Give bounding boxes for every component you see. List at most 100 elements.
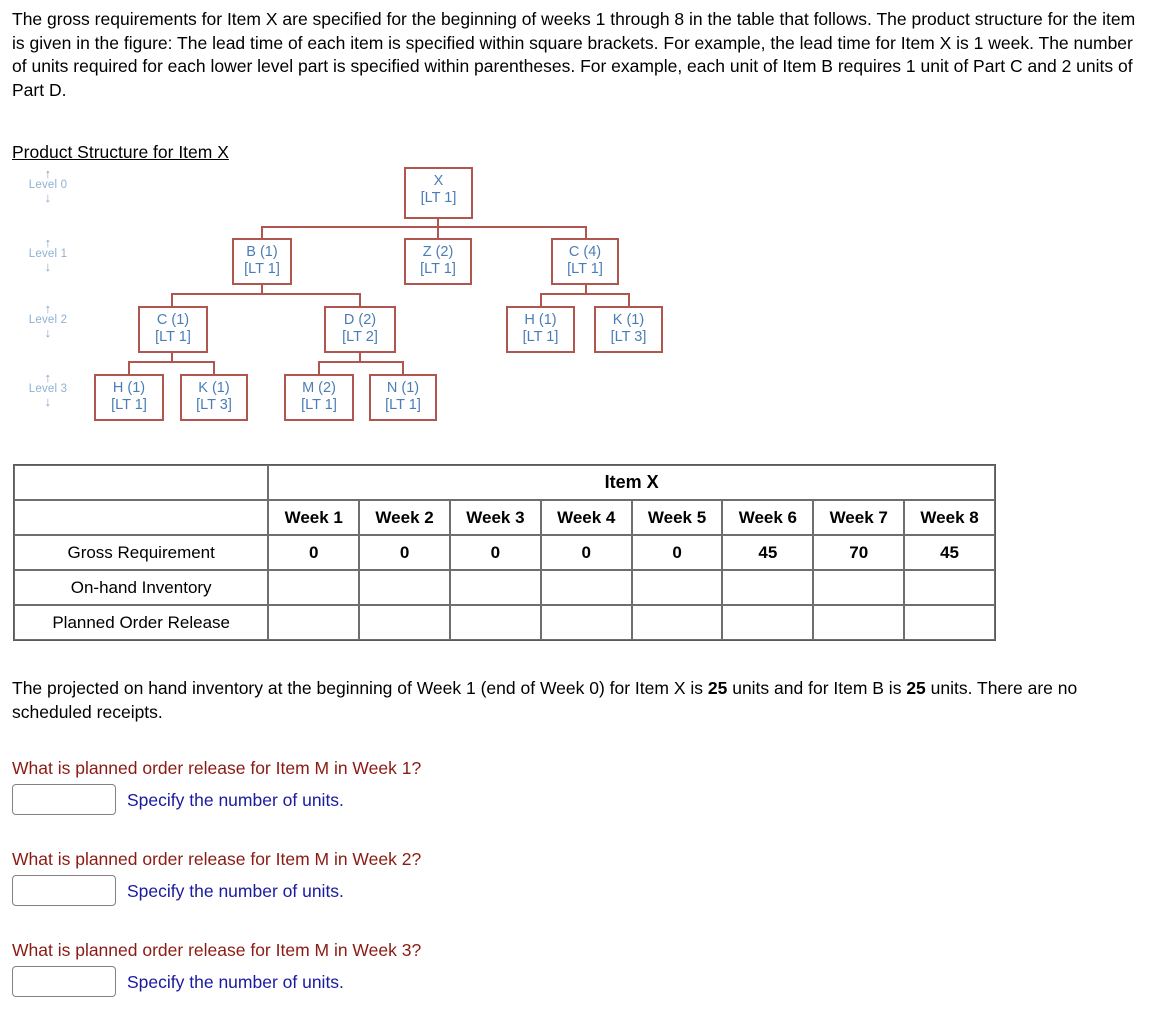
planned-order-release-week-7[interactable]	[813, 605, 905, 640]
on-hand-inventory-week-7[interactable]	[813, 570, 905, 605]
node-x-leadtime: [LT 1]	[420, 190, 457, 206]
mrp-table: Item X Week 1 Week 2 Week 3 Week 4 Week …	[13, 464, 996, 641]
gross-requirement-week-1: 0	[268, 535, 360, 570]
week-header-8: Week 8	[904, 500, 995, 535]
connector	[585, 284, 587, 295]
planned-order-release-week-5[interactable]	[631, 605, 723, 640]
week-header-3: Week 3	[449, 500, 541, 535]
planned-order-release-week-8[interactable]	[904, 605, 995, 640]
answer-hint-3: Specify the number of units.	[127, 971, 344, 992]
answer-hint-1: Specify the number of units.	[127, 789, 344, 810]
planned-order-release-week-2[interactable]	[359, 605, 450, 640]
table-row-title: Item X	[14, 465, 995, 500]
on-hand-inventory-week-4[interactable]	[540, 570, 632, 605]
projection-part3: units. There are no scheduled receipts.	[12, 678, 1078, 722]
node-h1-leadtime: [LT 1]	[111, 397, 147, 413]
node-c1-name: C (1)	[156, 312, 190, 328]
connector	[318, 361, 320, 374]
connector	[171, 293, 361, 295]
connector	[359, 352, 361, 363]
week-header-5: Week 5	[631, 500, 723, 535]
connector	[585, 226, 587, 240]
projection-part2: units and for Item B is	[727, 678, 907, 698]
level-label-1: Level 1	[28, 248, 68, 260]
on-hand-inventory-week-8[interactable]	[904, 570, 995, 605]
node-k1-right-name: K (1)	[612, 312, 645, 328]
level-marker-0: ↑ Level 0 ↓	[10, 166, 86, 204]
level-up-arrow-icon: ↑	[44, 370, 52, 385]
node-x: X [LT 1]	[404, 167, 473, 219]
answer-hint-2: Specify the number of units.	[127, 880, 344, 901]
on-hand-inventory-week-6[interactable]	[722, 570, 814, 605]
level-marker-2: ↑ Level 2 ↓	[10, 302, 86, 340]
on-hand-inventory-week-5[interactable]	[631, 570, 723, 605]
connector	[128, 361, 215, 363]
projection-value-b: 25	[906, 678, 926, 698]
gross-requirement-week-3: 0	[449, 535, 541, 570]
node-m2: M (2) [LT 1]	[284, 374, 354, 421]
intro-paragraph: The gross requirements for Item X are sp…	[12, 9, 1136, 100]
planned-order-release-week-6[interactable]	[722, 605, 814, 640]
connector	[261, 284, 263, 295]
connector	[261, 226, 263, 240]
question-text-1: What is planned order release for Item M…	[12, 758, 422, 778]
node-d2-name: D (2)	[343, 312, 377, 328]
connector	[628, 293, 630, 306]
projection-value-x: 25	[707, 678, 728, 698]
row-label-gross-requirement: Gross Requirement	[14, 535, 269, 570]
table-row-on-hand-inventory: On-hand Inventory	[14, 570, 995, 605]
corner-cell-blank	[14, 465, 269, 500]
node-k1: K (1) [LT 3]	[180, 374, 248, 421]
connector	[359, 293, 361, 306]
level-down-arrow-icon: ↓	[44, 259, 52, 274]
node-h1-right-leadtime: [LT 1]	[522, 329, 559, 345]
week-header-1: Week 1	[268, 500, 360, 535]
connector	[171, 352, 173, 363]
on-hand-inventory-week-1[interactable]	[268, 570, 360, 605]
node-d2-leadtime: [LT 2]	[342, 329, 378, 345]
planned-order-release-week-4[interactable]	[540, 605, 632, 640]
week-header-6: Week 6	[722, 500, 814, 535]
header-row-blank-cell	[14, 500, 269, 535]
connector	[540, 293, 630, 295]
connector	[402, 361, 404, 374]
answer-input-2[interactable]	[12, 875, 116, 906]
on-hand-inventory-week-2[interactable]	[359, 570, 450, 605]
node-b1: B (1) [LT 1]	[232, 238, 292, 285]
node-n1-name: N (1)	[386, 380, 420, 396]
connector	[437, 218, 439, 228]
row-label-planned-order-release: Planned Order Release	[14, 605, 269, 640]
gross-requirement-week-5: 0	[631, 535, 723, 570]
level-up-arrow-icon: ↑	[44, 166, 52, 181]
gross-requirement-week-4: 0	[540, 535, 632, 570]
connector	[540, 293, 542, 306]
row-label-on-hand-inventory: On-hand Inventory	[14, 570, 269, 605]
level-down-arrow-icon: ↓	[44, 325, 52, 340]
node-b1-leadtime: [LT 1]	[244, 261, 280, 277]
node-h1-right-name: H (1)	[524, 312, 557, 328]
level-marker-1: ↑ Level 1 ↓	[10, 235, 86, 274]
planned-order-release-week-1[interactable]	[268, 605, 360, 640]
product-structure-diagram: ↑ Level 0 ↓ ↑ Level 1 ↓ ↑ Level 2 ↓ ↑ Le…	[0, 160, 700, 435]
node-k1-right: K (1) [LT 3]	[594, 306, 663, 353]
level-up-arrow-icon: ↑	[44, 235, 52, 250]
question-text-2: What is planned order release for Item M…	[12, 849, 422, 869]
node-h1-right: H (1) [LT 1]	[506, 306, 575, 353]
question-block-1: What is planned order release for Item M…	[12, 757, 712, 815]
answer-input-1[interactable]	[12, 784, 116, 815]
question-text-3: What is planned order release for Item M…	[12, 940, 422, 960]
node-h1: H (1) [LT 1]	[94, 374, 164, 421]
week-header-4: Week 4	[540, 500, 632, 535]
answer-input-3[interactable]	[12, 966, 116, 997]
connector	[261, 226, 587, 228]
gross-requirement-week-8: 45	[904, 535, 995, 570]
table-title-cell: Item X	[268, 465, 995, 500]
table-row-planned-order-release: Planned Order Release	[14, 605, 995, 640]
on-hand-inventory-week-3[interactable]	[449, 570, 541, 605]
planned-order-release-week-3[interactable]	[449, 605, 541, 640]
node-c4-leadtime: [LT 1]	[567, 261, 603, 277]
projection-part1: The projected on hand inventory at the b…	[12, 678, 708, 698]
node-d2: D (2) [LT 2]	[324, 306, 396, 353]
level-marker-3: ↑ Level 3 ↓	[10, 370, 86, 408]
node-z2-leadtime: [LT 1]	[420, 261, 456, 277]
